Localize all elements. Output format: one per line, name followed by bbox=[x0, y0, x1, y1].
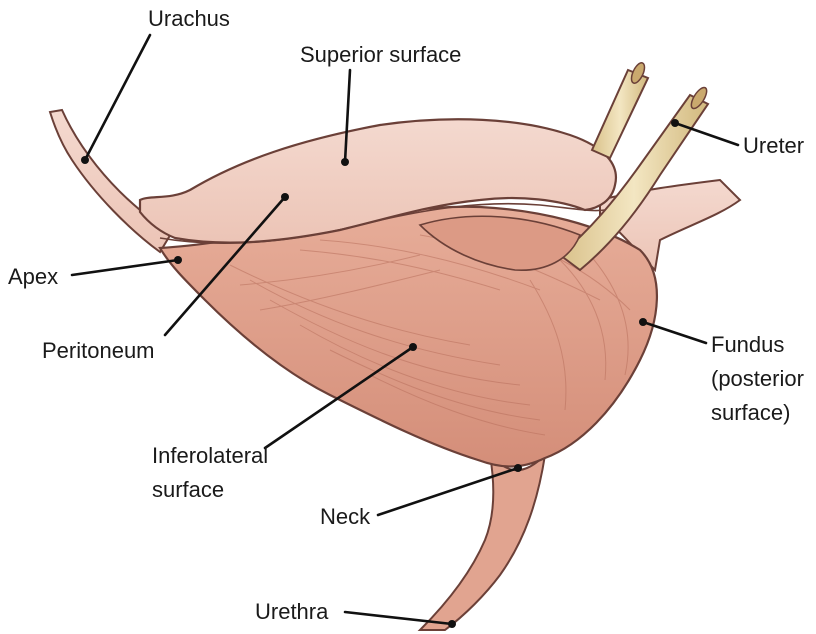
dot-peritoneum bbox=[281, 193, 289, 201]
label-fundus-line3: surface) bbox=[711, 400, 790, 425]
label-fundus-line1: Fundus bbox=[711, 332, 784, 357]
label-superior-surface: Superior surface bbox=[300, 42, 461, 67]
label-inferolateral-line1: Inferolateral bbox=[152, 443, 268, 468]
dot-superior-surface bbox=[341, 158, 349, 166]
dot-apex bbox=[174, 256, 182, 264]
label-urethra: Urethra bbox=[255, 599, 329, 624]
label-urachus: Urachus bbox=[148, 6, 230, 31]
label-fundus-line2: (posterior bbox=[711, 366, 804, 391]
label-apex: Apex bbox=[8, 264, 58, 289]
leader-apex bbox=[72, 260, 178, 275]
label-inferolateral-line2: surface bbox=[152, 477, 224, 502]
dot-inferolateral bbox=[409, 343, 417, 351]
dot-urachus bbox=[81, 156, 89, 164]
label-ureter: Ureter bbox=[743, 133, 804, 158]
leader-fundus bbox=[643, 322, 706, 343]
label-peritoneum: Peritoneum bbox=[42, 338, 155, 363]
ureter-left bbox=[592, 70, 648, 158]
dot-neck bbox=[514, 464, 522, 472]
label-neck: Neck bbox=[320, 504, 371, 529]
dot-urethra bbox=[448, 620, 456, 628]
dot-ureter bbox=[671, 119, 679, 127]
dot-fundus bbox=[639, 318, 647, 326]
leader-urachus bbox=[85, 35, 150, 160]
urachus-fold bbox=[50, 110, 172, 252]
